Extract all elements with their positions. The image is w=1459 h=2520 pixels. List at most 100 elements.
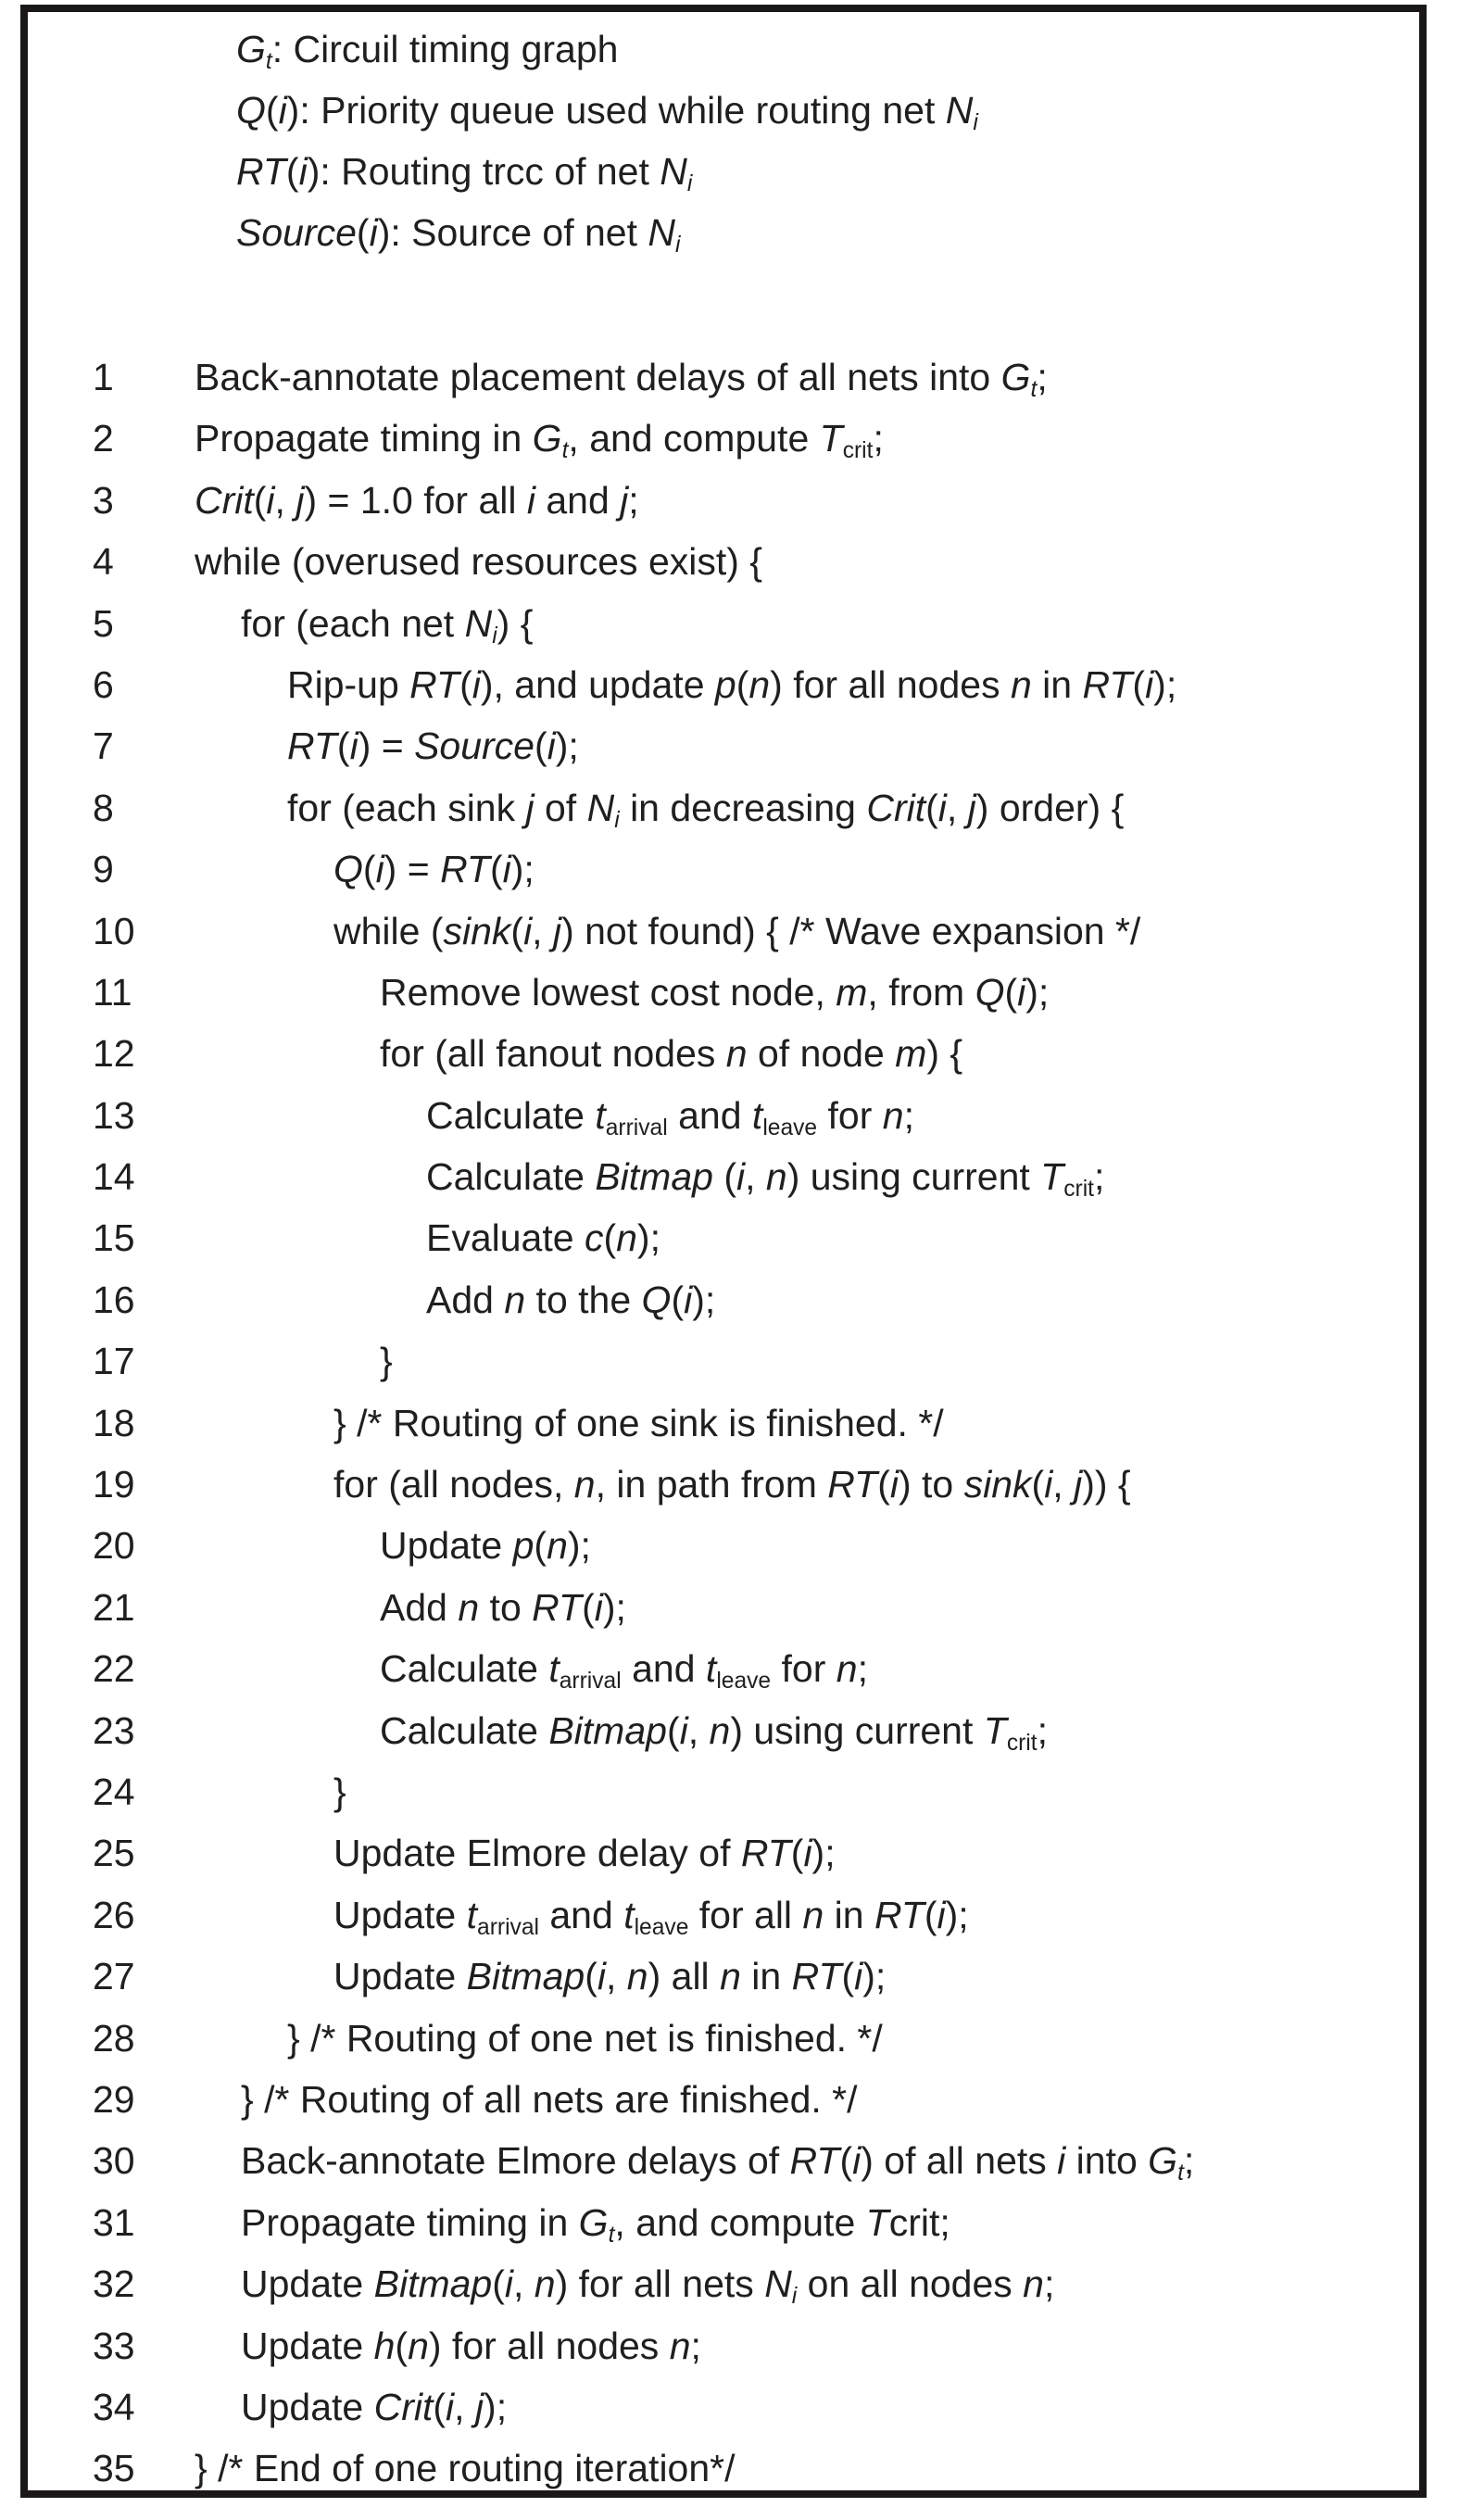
code-text: Back-annotate placement delays of all ne… bbox=[195, 346, 1048, 421]
text-segment: into bbox=[1065, 2139, 1149, 2183]
text-segment: ( bbox=[666, 1708, 680, 1752]
line-number: 8 bbox=[93, 786, 114, 829]
line-number: 31 bbox=[93, 2200, 135, 2244]
line-number: 32 bbox=[93, 2262, 135, 2306]
line-number: 29 bbox=[93, 2077, 135, 2121]
text-segment: , bbox=[532, 909, 553, 952]
code-text: Add n to the Q(i); bbox=[426, 1269, 715, 1330]
math-var: Bitmap bbox=[548, 1708, 667, 1752]
code-text: while (overused resources exist) { bbox=[195, 531, 762, 592]
math-var: N bbox=[945, 89, 974, 132]
math-var: j bbox=[1074, 1463, 1083, 1506]
math-var: Q bbox=[333, 848, 363, 891]
line-number: 13 bbox=[93, 1093, 135, 1137]
text-segment: ) using current bbox=[730, 1708, 984, 1752]
text-segment: for (each sink bbox=[287, 786, 526, 829]
definition-line: Q(i): Priority queue used while routing … bbox=[236, 80, 978, 141]
code-text: } bbox=[333, 1761, 346, 1822]
subscript: crit bbox=[1006, 1730, 1038, 1756]
text-segment: } /* Routing of all nets are finished. *… bbox=[241, 2077, 858, 2121]
math-var: p bbox=[714, 662, 736, 706]
math-var: sink bbox=[443, 909, 511, 952]
text-segment: ) using current bbox=[786, 1155, 1041, 1199]
text-segment: Update bbox=[241, 2324, 374, 2367]
math-var: RT bbox=[287, 724, 337, 768]
math-var: j bbox=[620, 478, 629, 522]
text-segment: , in path from bbox=[595, 1463, 828, 1506]
text-segment: , bbox=[454, 2385, 475, 2428]
text-segment: ); bbox=[811, 1832, 836, 1875]
text-segment: ); bbox=[484, 2385, 508, 2428]
text-segment: Calculate bbox=[426, 1093, 596, 1137]
text-segment: ; bbox=[1043, 2262, 1055, 2306]
math-var: n bbox=[408, 2324, 429, 2367]
text-segment: ( bbox=[712, 1155, 736, 1199]
math-var: Q bbox=[236, 89, 266, 132]
math-var: n bbox=[836, 1647, 858, 1691]
line-number: 22 bbox=[93, 1647, 135, 1691]
text-segment: to bbox=[479, 1585, 533, 1629]
code-text: } /* End of one routing iteration*/ bbox=[195, 2438, 736, 2499]
text-segment: ) of all nets bbox=[861, 2139, 1058, 2183]
math-var: Bitmap bbox=[373, 2262, 493, 2306]
math-var: n bbox=[882, 1093, 904, 1137]
code-text: } /* Routing of one net is finished. */ bbox=[287, 2008, 883, 2069]
text-segment: Update bbox=[241, 2385, 374, 2428]
math-var: Crit bbox=[373, 2385, 434, 2428]
math-var: j bbox=[552, 909, 562, 952]
math-var: p bbox=[512, 1524, 535, 1568]
math-var: RT bbox=[789, 2139, 840, 2183]
math-var: n bbox=[709, 1708, 731, 1752]
subscript: crit bbox=[1063, 1176, 1094, 1202]
code-line: 24} bbox=[0, 1761, 1459, 1822]
math-var: N bbox=[660, 150, 687, 193]
text-segment: and bbox=[535, 478, 621, 522]
code-text: for (each net Ni) { bbox=[241, 593, 533, 667]
text-segment: ); bbox=[1153, 662, 1177, 706]
text-segment: Update Elmore delay of bbox=[333, 1832, 741, 1875]
text-segment: , bbox=[512, 2262, 535, 2306]
text-segment: ( bbox=[510, 909, 524, 952]
code-text: Q(i) = RT(i); bbox=[333, 838, 535, 900]
text-segment: ) not found) { /* Wave expansion */ bbox=[561, 909, 1141, 952]
text-segment: ( bbox=[671, 1278, 685, 1321]
math-var: n bbox=[573, 1463, 596, 1506]
math-var: i bbox=[684, 1278, 693, 1321]
math-var: RT bbox=[409, 662, 460, 706]
math-var: Source bbox=[414, 724, 535, 768]
math-var: i bbox=[854, 1955, 863, 1998]
code-text: Update Crit(i, j); bbox=[241, 2376, 507, 2438]
math-var: Bitmap bbox=[595, 1155, 713, 1199]
text-segment: ), and update bbox=[480, 662, 715, 706]
text-segment: Add bbox=[380, 1585, 459, 1629]
text-segment: ( bbox=[253, 478, 267, 522]
text-segment: ); bbox=[510, 848, 535, 891]
text-segment: ( bbox=[336, 724, 350, 768]
math-var: RT bbox=[740, 1832, 791, 1875]
text-segment: ) order) { bbox=[975, 786, 1125, 829]
code-text: } /* Routing of all nets are finished. *… bbox=[241, 2069, 858, 2130]
text-segment: , bbox=[605, 1955, 627, 1998]
code-text: Update Elmore delay of RT(i); bbox=[333, 1822, 836, 1884]
text-segment: ; bbox=[873, 417, 884, 460]
math-var: i bbox=[597, 1955, 606, 1998]
math-var: Q bbox=[975, 970, 1005, 1014]
text-segment: ( bbox=[362, 848, 376, 891]
text-segment: ; bbox=[903, 1093, 914, 1137]
text-segment: , and compute bbox=[614, 2200, 866, 2244]
text-segment: ( bbox=[356, 211, 370, 254]
subscript: arrival bbox=[477, 1914, 539, 1940]
math-var: i bbox=[937, 786, 947, 829]
